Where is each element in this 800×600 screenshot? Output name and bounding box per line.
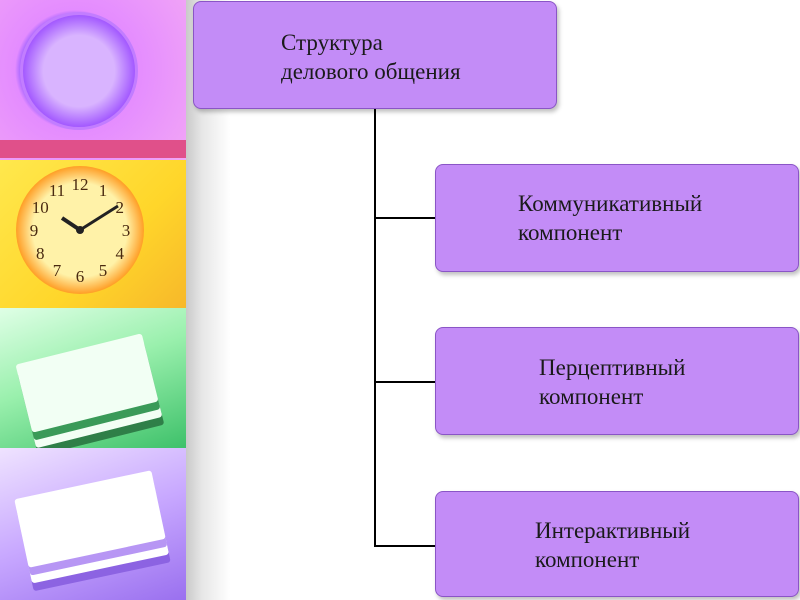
branch-connector-2: [374, 381, 436, 383]
clock-numeral: 12: [72, 175, 89, 194]
clock-numeral: 5: [99, 261, 108, 280]
clock-numeral: 11: [49, 181, 65, 200]
root-node: Структура делового общения: [193, 1, 557, 109]
child-node-line-2: компонент: [539, 384, 644, 409]
paper-stack-icon: [15, 333, 159, 433]
clock-numeral: 9: [30, 221, 39, 240]
root-node-line-1: Структура: [281, 30, 383, 55]
clock-numeral: 1: [99, 181, 108, 200]
violet-papers-photo: [0, 448, 186, 600]
clock-numeral: 7: [53, 261, 62, 280]
child-node-line-1: Интерактивный: [535, 518, 691, 543]
clock-numeral: 4: [116, 244, 125, 263]
child-node-label: Коммуникативный компонент: [518, 189, 702, 247]
green-papers-photo: [0, 308, 186, 448]
child-node-line-2: компонент: [518, 220, 623, 245]
paper-stack-icon: [14, 470, 166, 568]
root-node-line-2: делового общения: [281, 59, 461, 84]
child-node-perceptive: Перцептивный компонент: [435, 327, 799, 435]
purple-clock-photo: [0, 0, 186, 160]
clock-numeral: 6: [76, 267, 85, 286]
child-node-communicative: Коммуникативный компонент: [435, 164, 799, 272]
clock-numeral: 2: [116, 198, 125, 217]
trunk-connector: [374, 108, 376, 546]
child-node-line-1: Коммуникативный: [518, 191, 703, 216]
clock-numeral: 10: [32, 198, 49, 217]
purple-clock-icon: [20, 12, 138, 130]
clock-numeral: 3: [122, 221, 131, 240]
child-node-interactive: Интерактивный компонент: [435, 491, 799, 597]
child-node-label: Интерактивный компонент: [535, 516, 690, 574]
branch-connector-1: [374, 217, 436, 219]
child-node-line-2: компонент: [535, 547, 640, 572]
child-node-line-1: Перцептивный: [539, 355, 686, 380]
branch-connector-3: [374, 545, 436, 547]
clock-numeral: 8: [36, 244, 45, 263]
root-node-label: Структура делового общения: [281, 28, 461, 86]
pink-band: [0, 140, 186, 158]
child-node-label: Перцептивный компонент: [539, 353, 685, 411]
